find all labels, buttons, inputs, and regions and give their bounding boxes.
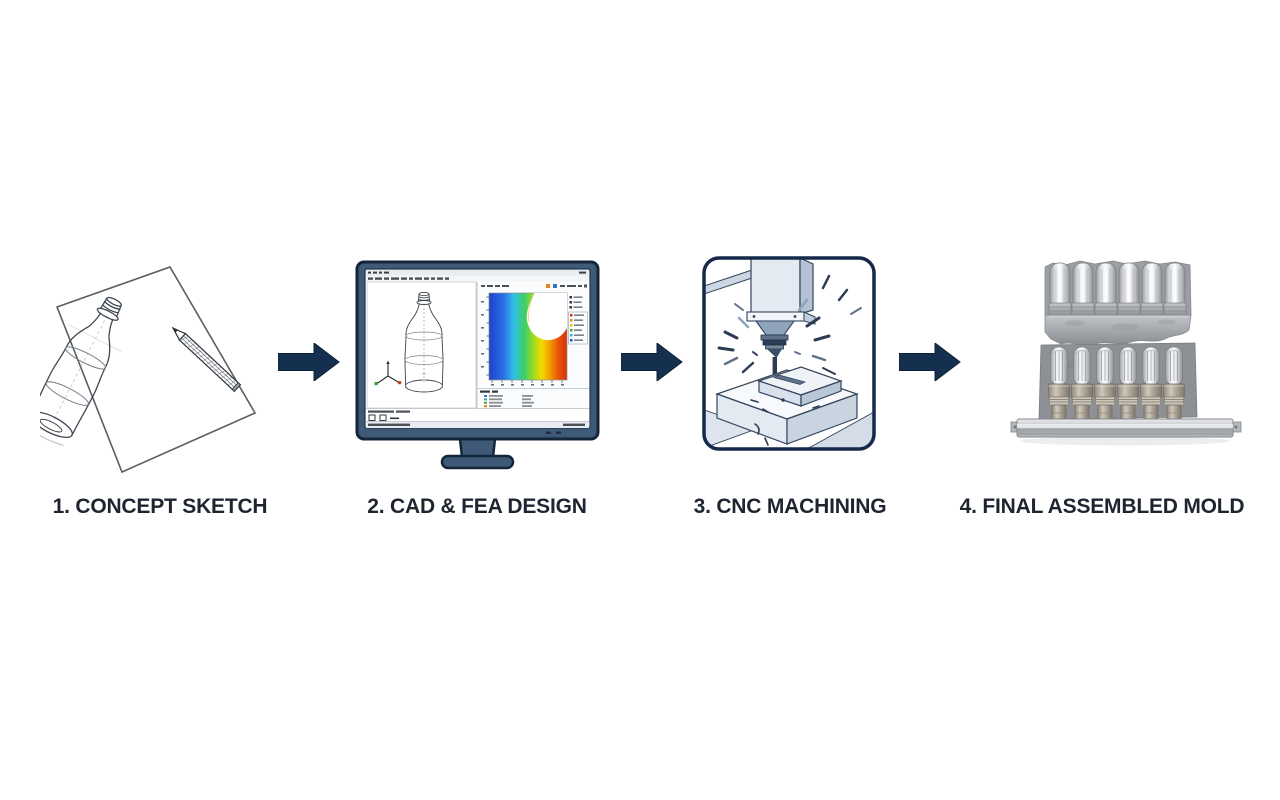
bottle-sketch bbox=[40, 296, 122, 446]
fea-axis-ticks bbox=[486, 296, 563, 383]
step-label-cnc-machining: 3. CNC MACHINING bbox=[693, 495, 887, 518]
step-label-concept-sketch: 1. CONCEPT SKETCH bbox=[52, 495, 268, 518]
flow-arrow-2 bbox=[621, 343, 683, 381]
cnc-machining-figure bbox=[702, 256, 876, 451]
drill-bit-icon bbox=[772, 357, 777, 374]
pencil-icon bbox=[171, 326, 242, 393]
chip-spray bbox=[717, 274, 862, 375]
flow-arrow-3 bbox=[899, 343, 961, 381]
cad-status-area bbox=[366, 408, 589, 428]
cad-bottle-wireframe bbox=[404, 291, 444, 393]
workpiece-block bbox=[715, 366, 859, 445]
mold-bottom-half bbox=[1010, 342, 1242, 438]
axis-triad-icon bbox=[374, 360, 402, 386]
spindle-column bbox=[746, 258, 816, 380]
sketch-paper bbox=[55, 266, 257, 474]
monitor-stand-base bbox=[440, 454, 515, 470]
monitor-stand-neck bbox=[458, 437, 497, 459]
step-label-cad-fea-design: 2. CAD & FEA DESIGN bbox=[367, 495, 587, 518]
assembled-mold-photo bbox=[1010, 260, 1242, 446]
fea-legend bbox=[568, 296, 588, 345]
fea-result-pane bbox=[476, 282, 589, 408]
fea-heatmap bbox=[488, 292, 568, 381]
mold-top-half bbox=[1044, 260, 1192, 346]
step-label-final-assembled-mold: 4. FINAL ASSEMBLED MOLD bbox=[959, 495, 1245, 518]
mold-base-rail bbox=[1010, 418, 1242, 438]
flow-arrow-1 bbox=[278, 343, 340, 381]
cad-menu-bar bbox=[366, 270, 589, 282]
fea-data-table bbox=[478, 388, 589, 408]
concept-sketch-figure bbox=[40, 266, 257, 474]
cad-3d-view bbox=[366, 281, 477, 409]
cnc-frame-border bbox=[702, 256, 876, 451]
cad-monitor-figure bbox=[355, 260, 600, 470]
